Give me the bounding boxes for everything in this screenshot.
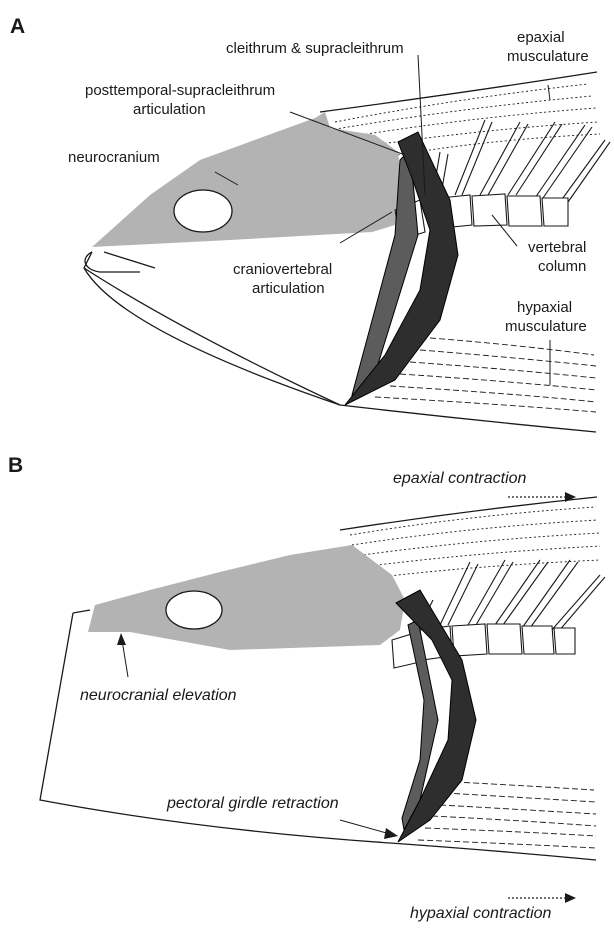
label-craniovertebral-line2: articulation (252, 280, 325, 297)
label-epaxial-a-line2: musculature (507, 48, 589, 65)
label-posttemporal-line2: articulation (133, 101, 206, 118)
epaxial-musculature-b (350, 507, 600, 578)
label-hypaxial-a-line2: musculature (505, 318, 587, 335)
panel-a-letter: A (10, 15, 25, 38)
orbit-b (166, 591, 222, 629)
neurocranium-b (88, 545, 405, 650)
panel-b: B (8, 454, 605, 922)
label-epaxial-contraction: epaxial contraction (393, 470, 527, 487)
panel-b-letter: B (8, 454, 23, 477)
label-hypaxial-contraction: hypaxial contraction (410, 905, 552, 922)
label-cleithrum-supracleithrum: cleithrum & supracleithrum (226, 40, 404, 57)
neurocranium-a (92, 112, 402, 247)
neural-spines-a (432, 120, 610, 202)
label-vertebral-line2: column (538, 258, 586, 275)
orbit-a (174, 190, 232, 232)
label-neurocranium: neurocranium (68, 149, 160, 166)
panel-a: A (10, 15, 610, 432)
label-neurocranial-elevation: neurocranial elevation (80, 687, 237, 704)
label-pectoral-girdle-retraction: pectoral girdle retraction (166, 795, 339, 812)
label-craniovertebral-line1: craniovertebral (233, 261, 332, 278)
label-hypaxial-a-line1: hypaxial (517, 299, 572, 316)
label-posttemporal-line1: posttemporal-supracleithrum (85, 82, 275, 99)
label-epaxial-a-line1: epaxial (517, 29, 565, 46)
label-vertebral-line1: vertebral (528, 239, 586, 256)
body-outline-a (84, 72, 597, 432)
